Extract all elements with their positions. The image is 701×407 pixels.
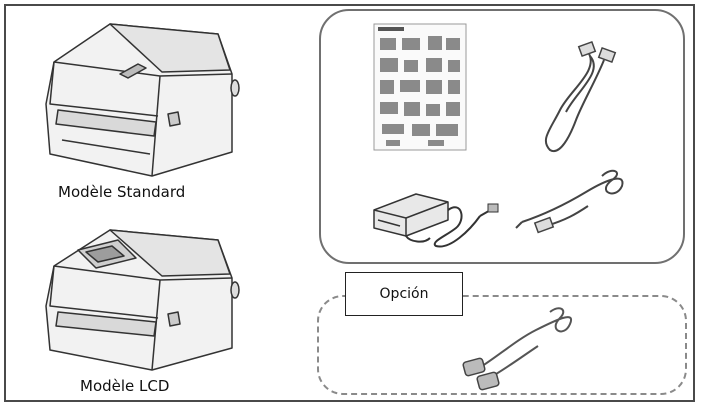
serial-cable-icon — [462, 307, 573, 391]
printer-standard-icon — [45, 23, 240, 177]
model-lcd-caption: Modèle LCD — [80, 377, 170, 395]
usb-cable-icon — [544, 40, 617, 153]
standard-contents-box — [319, 9, 685, 264]
model-standard-caption: Modèle Standard — [58, 183, 186, 201]
power-adapter-icon — [373, 193, 499, 248]
printer-lcd-icon — [45, 229, 240, 371]
option-contents-box — [317, 295, 687, 395]
option-label: Opción — [345, 272, 463, 316]
quick-guide-icon — [373, 23, 467, 151]
power-cord-icon — [515, 169, 624, 234]
